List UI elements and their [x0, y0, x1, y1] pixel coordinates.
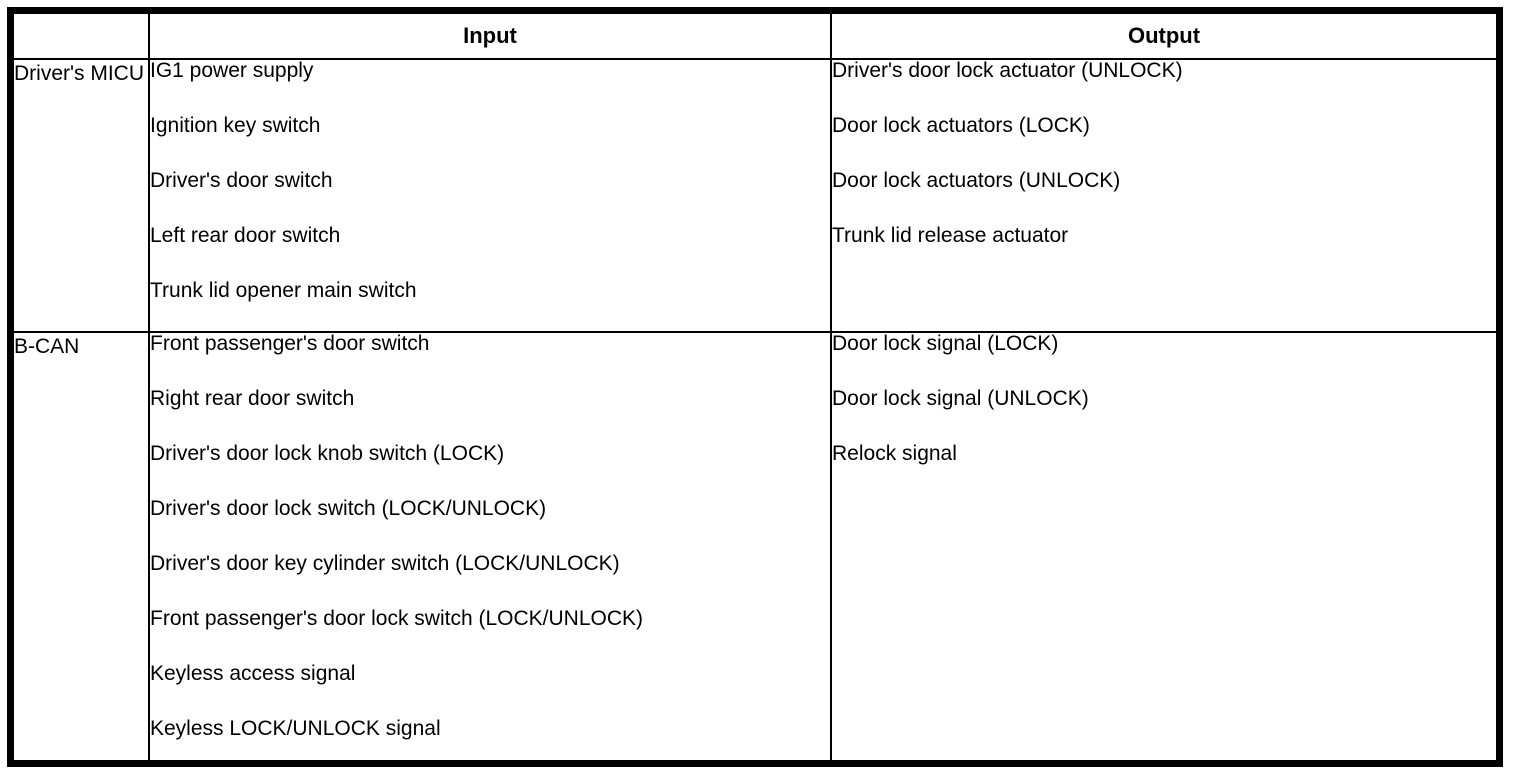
output-cell-drivers-micu: Driver's door lock actuator (UNLOCK) Doo…: [830, 58, 1498, 333]
table-row-b-can: B-CAN Front passenger's door switch Righ…: [12, 331, 1498, 762]
row-label-b-can: B-CAN: [12, 331, 150, 762]
input-list-item: Front passenger's door lock switch (LOCK…: [150, 607, 644, 630]
column-header-output: Output: [830, 12, 1498, 60]
output-list-item: Driver's door lock actuator (UNLOCK): [832, 59, 1183, 82]
column-header-source: [12, 12, 150, 60]
input-list-item: Driver's door lock switch (LOCK/UNLOCK): [150, 497, 547, 520]
row-label-drivers-micu: Driver's MICU: [12, 58, 150, 333]
input-output-table: Input Output Driver's MICU IG1 power sup…: [12, 12, 1498, 762]
input-list-item: Driver's door key cylinder switch (LOCK/…: [150, 552, 620, 575]
output-list-item: Relock signal: [832, 442, 957, 465]
output-list-item: Door lock actuators (LOCK): [832, 114, 1090, 137]
output-list-item: Trunk lid release actuator: [832, 224, 1069, 247]
input-list-item: Keyless LOCK/UNLOCK signal: [150, 717, 441, 740]
output-list-item: Door lock signal (UNLOCK): [832, 387, 1089, 410]
input-list-item: Front passenger's door switch: [150, 332, 430, 355]
header-row: Input Output: [12, 12, 1498, 60]
output-cell-b-can: Door lock signal (LOCK) Door lock signal…: [830, 331, 1498, 762]
input-list-item: Driver's door switch: [150, 169, 333, 192]
input-list-item: IG1 power supply: [150, 59, 314, 82]
column-header-input: Input: [148, 12, 832, 60]
output-list-item: Door lock signal (LOCK): [832, 332, 1059, 355]
input-list-item: Trunk lid opener main switch: [150, 279, 417, 302]
input-cell-drivers-micu: IG1 power supply Ignition key switch Dri…: [148, 58, 832, 333]
input-list-item: Right rear door switch: [150, 387, 355, 410]
table-frame: Input Output Driver's MICU IG1 power sup…: [7, 7, 1503, 767]
input-list-item: Keyless access signal: [150, 662, 356, 685]
input-list-item: Left rear door switch: [150, 224, 341, 247]
table-row-drivers-micu: Driver's MICU IG1 power supply Ignition …: [12, 58, 1498, 333]
output-list-item: Door lock actuators (UNLOCK): [832, 169, 1121, 192]
input-cell-b-can: Front passenger's door switch Right rear…: [148, 331, 832, 762]
input-list-item: Driver's door lock knob switch (LOCK): [150, 442, 505, 465]
input-list-item: Ignition key switch: [150, 114, 321, 137]
